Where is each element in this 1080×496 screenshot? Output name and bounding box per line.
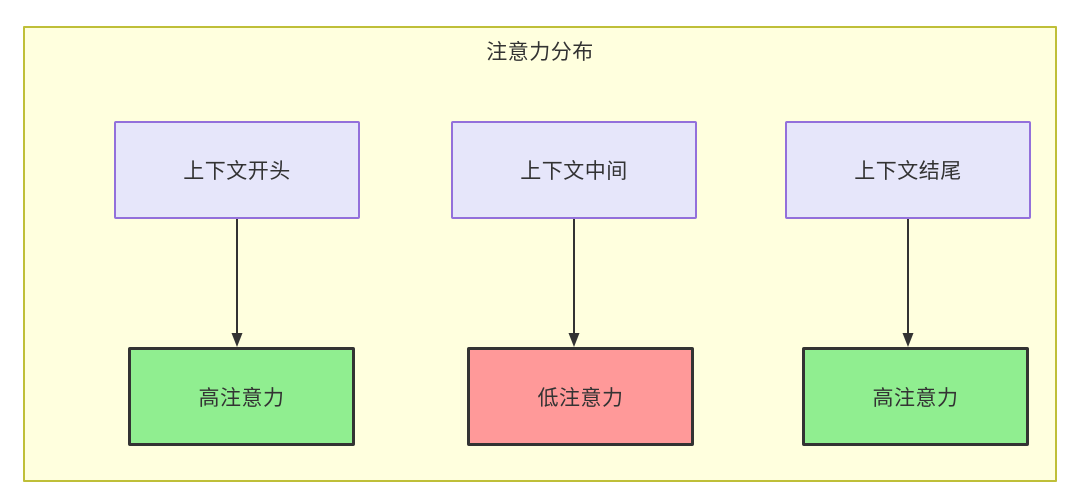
edge-context-end-to-high-attention bbox=[902, 219, 914, 349]
node-context-end[interactable]: 上下文结尾 bbox=[785, 121, 1031, 219]
attention-distribution-subgraph: 注意力分布 上下文开头 上下文中间 上下文结尾 高注意力 低注 bbox=[23, 26, 1057, 482]
subgraph-title: 注意力分布 bbox=[486, 41, 594, 64]
edge-context-start-to-high-attention bbox=[231, 219, 243, 349]
edge-context-middle-to-low-attention bbox=[568, 219, 580, 349]
node-high-attention-start[interactable]: 高注意力 bbox=[128, 347, 355, 446]
node-high-attention-end[interactable]: 高注意力 bbox=[802, 347, 1029, 446]
arrow-down-icon bbox=[568, 219, 580, 347]
arrow-down-icon bbox=[231, 219, 243, 347]
arrow-down-icon bbox=[902, 219, 914, 347]
node-low-attention-middle[interactable]: 低注意力 bbox=[467, 347, 694, 446]
node-context-middle[interactable]: 上下文中间 bbox=[451, 121, 697, 219]
node-context-start[interactable]: 上下文开头 bbox=[114, 121, 360, 219]
